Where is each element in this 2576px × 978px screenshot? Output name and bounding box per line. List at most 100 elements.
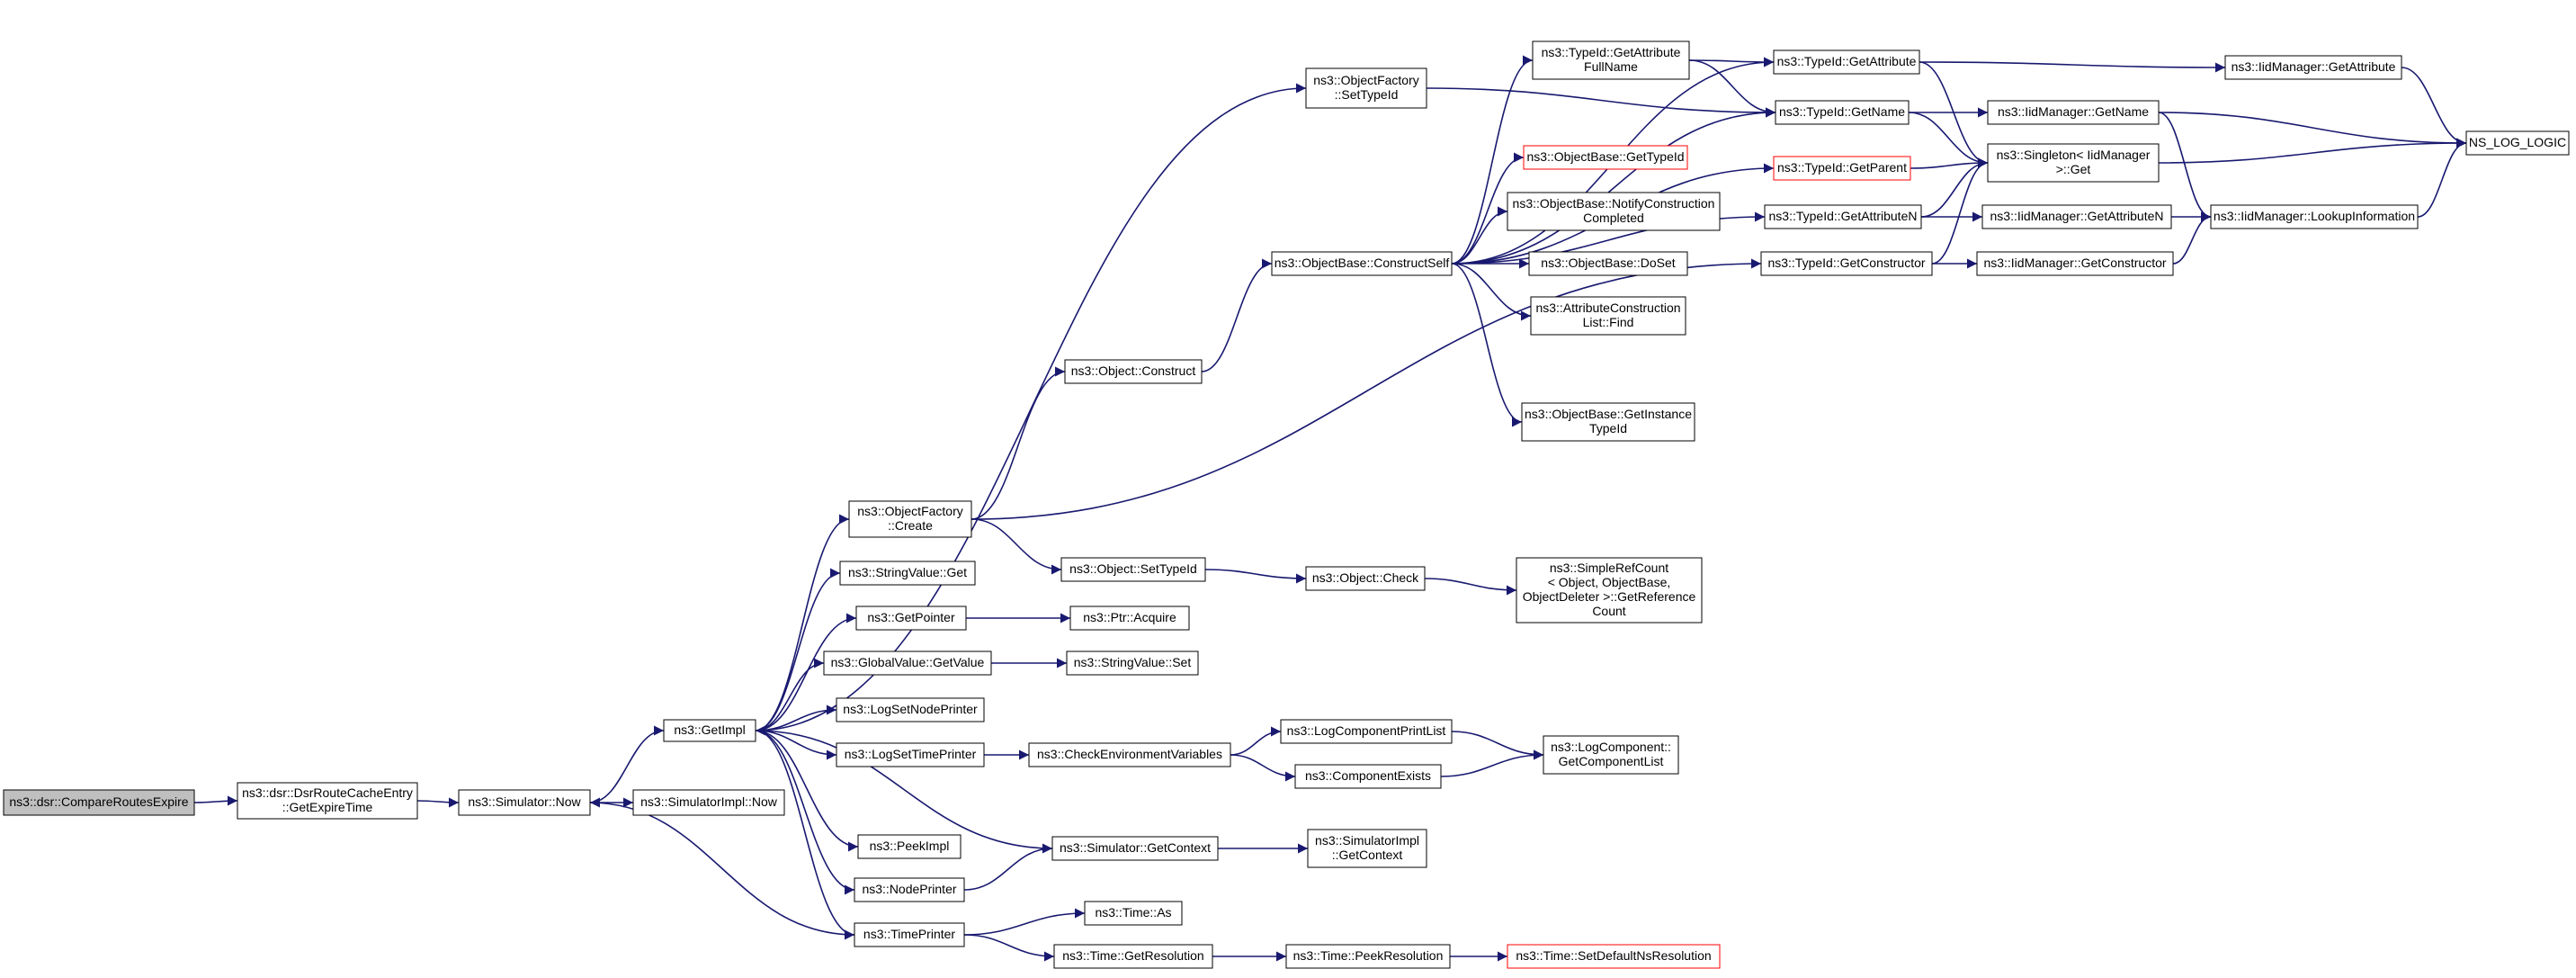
node-simnow[interactable]: ns3::Simulator::Now <box>458 789 591 816</box>
edge-objbase_constructself-to-objbase_gettypeid <box>1451 152 1525 265</box>
edges <box>193 55 2467 962</box>
node-peekimpl[interactable]: ns3::PeekImpl <box>857 834 962 859</box>
node-objbase-doset[interactable]: ns3::ObjectBase::DoSet <box>1528 251 1688 276</box>
node-timeprinter[interactable]: ns3::TimePrinter <box>854 922 965 947</box>
node-objbase-notify[interactable]: ns3::ObjectBase::NotifyConstructionCompl… <box>1507 192 1721 231</box>
node-time-getres[interactable]: ns3::Time::GetResolution <box>1053 944 1213 969</box>
node-simimpl-getcontext[interactable]: ns3::SimulatorImpl::GetContext <box>1307 829 1427 868</box>
node-label: ns3::IidManager::GetAttribute <box>2232 59 2396 74</box>
node-label: ns3::Time::As <box>1095 905 1171 920</box>
node-label: ns3::Simulator::GetContext <box>1060 840 1211 855</box>
edge-iid_getname-to-iid_lookupinfo <box>2158 112 2212 222</box>
node-stringvalue-set[interactable]: ns3::StringValue::Set <box>1066 651 1199 676</box>
node-box <box>823 651 992 676</box>
node-box <box>1307 829 1427 868</box>
node-box <box>1532 40 1690 80</box>
node-logcomp-printlist[interactable]: ns3::LogComponentPrintList <box>1280 719 1453 744</box>
node-time-peekres[interactable]: ns3::Time::PeekResolution <box>1285 944 1451 969</box>
edge-typeid_getattributen-to-singleton_get <box>1920 157 1989 218</box>
node-typeid-getattributen[interactable]: ns3::TypeId::GetAttributeN <box>1764 204 1922 229</box>
edge-getimpl-to-stringvalue_get <box>755 568 841 731</box>
node-singleton-get[interactable]: ns3::Singleton< IidManager>::Get <box>1987 143 2160 183</box>
node-time-setdefault[interactable]: ns3::Time::SetDefaultNsResolution <box>1507 944 1721 969</box>
node-simplerefcount[interactable]: ns3::SimpleRefCount< Object, ObjectBase,… <box>1516 557 1703 624</box>
node-label: TypeId <box>1589 421 1627 435</box>
node-object-check[interactable]: ns3::Object::Check <box>1305 566 1426 591</box>
node-ptr-acquire[interactable]: ns3::Ptr::Acquire <box>1069 606 1190 631</box>
node-typeid-getattribute[interactable]: ns3::TypeId::GetAttribute <box>1773 49 1920 75</box>
edge-sim_getcontext-to-getimpl <box>755 725 1053 849</box>
node-getpointer[interactable]: ns3::GetPointer <box>855 606 967 631</box>
node-label: ns3::ObjectBase::DoSet <box>1541 256 1676 270</box>
node-simimplnow[interactable]: ns3::SimulatorImpl::Now <box>632 789 785 816</box>
node-box <box>663 719 756 742</box>
node-logsetnodeprinter[interactable]: ns3::LogSetNodePrinter <box>836 697 985 722</box>
node-time-as[interactable]: ns3::Time::As <box>1084 901 1183 926</box>
node-box <box>836 697 985 722</box>
edge-objbase_constructself-to-typeid_getname <box>1451 107 1776 265</box>
node-object-construct[interactable]: ns3::Object::Construct <box>1064 359 1203 384</box>
node-iid-getattributen[interactable]: ns3::IidManager::GetAttributeN <box>1981 204 2172 229</box>
node-typeid-getconstructor[interactable]: ns3::TypeId::GetConstructor <box>1760 251 1933 276</box>
node-box <box>632 789 785 816</box>
node-label: GetComponentList <box>1559 754 1664 768</box>
node-box <box>1084 901 1183 926</box>
node-objfactory-create[interactable]: ns3::ObjectFactory::Create <box>848 500 972 538</box>
node-box <box>1294 764 1442 789</box>
node-label: < Object, ObjectBase, <box>1548 575 1671 589</box>
node-objbase-gettypeid[interactable]: ns3::ObjectBase::GetTypeId <box>1523 145 1688 170</box>
edge-object_check-to-simplerefcount <box>1424 578 1517 596</box>
node-typeid-getparent[interactable]: ns3::TypeId::GetParent <box>1773 156 1911 181</box>
node-label: ns3::TypeId::GetName <box>1779 104 1905 119</box>
node-label: ns3::ObjectBase::NotifyConstruction <box>1513 196 1715 211</box>
edge-getimpl-to-logsetnodeprinter <box>755 704 837 731</box>
node-getexp[interactable]: ns3::dsr::DsrRouteCacheEntry::GetExpireT… <box>237 782 418 820</box>
node-object-settypeid[interactable]: ns3::Object::SetTypeId <box>1060 557 1206 582</box>
node-ns-log-logic[interactable]: NS_LOG_LOGIC <box>2465 130 2570 156</box>
edge-objbase_constructself-to-typeid_getattrfullname <box>1451 55 1534 265</box>
node-getimpl[interactable]: ns3::GetImpl <box>663 719 756 742</box>
node-box <box>1543 735 1679 775</box>
node-root[interactable]: ns3::dsr::CompareRoutesExpire <box>3 789 195 816</box>
node-iid-lookupinfo[interactable]: ns3::IidManager::LookupInformation <box>2210 204 2419 229</box>
edge-singleton_get-to-ns_log_logic <box>2158 138 2467 164</box>
node-iid-getname[interactable]: ns3::IidManager::GetName <box>1987 100 2160 125</box>
node-label: ns3::PeekImpl <box>870 839 950 853</box>
edge-timeprinter-to-time_as <box>963 908 1086 936</box>
node-stringvalue-get[interactable]: ns3::StringValue::Get <box>839 561 976 586</box>
node-box <box>458 789 591 816</box>
node-box <box>1069 606 1190 631</box>
node-compexists[interactable]: ns3::ComponentExists <box>1294 764 1442 789</box>
node-logsettimeprinter[interactable]: ns3::LogSetTimePrinter <box>836 742 985 767</box>
node-label: ns3::Time::PeekResolution <box>1293 948 1444 963</box>
node-iid-getconstructor[interactable]: ns3::IidManager::GetConstructor <box>1976 251 2174 276</box>
node-checkenv[interactable]: ns3::CheckEnvironmentVariables <box>1028 742 1231 767</box>
node-objfactory-settypeid[interactable]: ns3::ObjectFactory::SetTypeId <box>1305 67 1427 109</box>
node-typeid-getname[interactable]: ns3::TypeId::GetName <box>1775 100 1910 125</box>
node-label: ns3::Time::SetDefaultNsResolution <box>1516 948 1711 963</box>
edge-iid_lookupinfo-to-ns_log_logic <box>2417 138 2467 218</box>
edge-objfactory_settypeid-to-typeid_getname <box>1426 87 1776 118</box>
edge-typeid_getconstructor-to-singleton_get <box>1931 157 1989 265</box>
node-label: Count <box>1592 604 1625 618</box>
node-label: ns3::Ptr::Acquire <box>1083 610 1176 624</box>
node-iid-getattribute[interactable]: ns3::IidManager::GetAttribute <box>2224 55 2402 80</box>
node-nodeprinter[interactable]: ns3::NodePrinter <box>854 877 965 902</box>
node-box <box>1530 296 1686 336</box>
node-globalvalue-getvalue[interactable]: ns3::GlobalValue::GetValue <box>823 651 992 676</box>
node-label: ns3::NodePrinter <box>862 882 956 896</box>
node-label: ::GetContext <box>1332 848 1403 862</box>
node-label: ns3::AttributeConstruction <box>1535 301 1680 315</box>
node-label: List::Find <box>1583 315 1634 329</box>
node-objbase-constructself[interactable]: ns3::ObjectBase::ConstructSelf <box>1271 251 1453 276</box>
edge-getimpl-to-objfactory_settypeid <box>755 83 1307 731</box>
node-sim-getcontext[interactable]: ns3::Simulator::GetContext <box>1051 836 1219 861</box>
node-label: ns3::IidManager::GetConstructor <box>1983 256 2166 270</box>
node-box <box>1305 67 1427 109</box>
node-logcomp-getlist[interactable]: ns3::LogComponent::GetComponentList <box>1543 735 1679 775</box>
node-label: ns3::LogSetTimePrinter <box>845 747 977 761</box>
